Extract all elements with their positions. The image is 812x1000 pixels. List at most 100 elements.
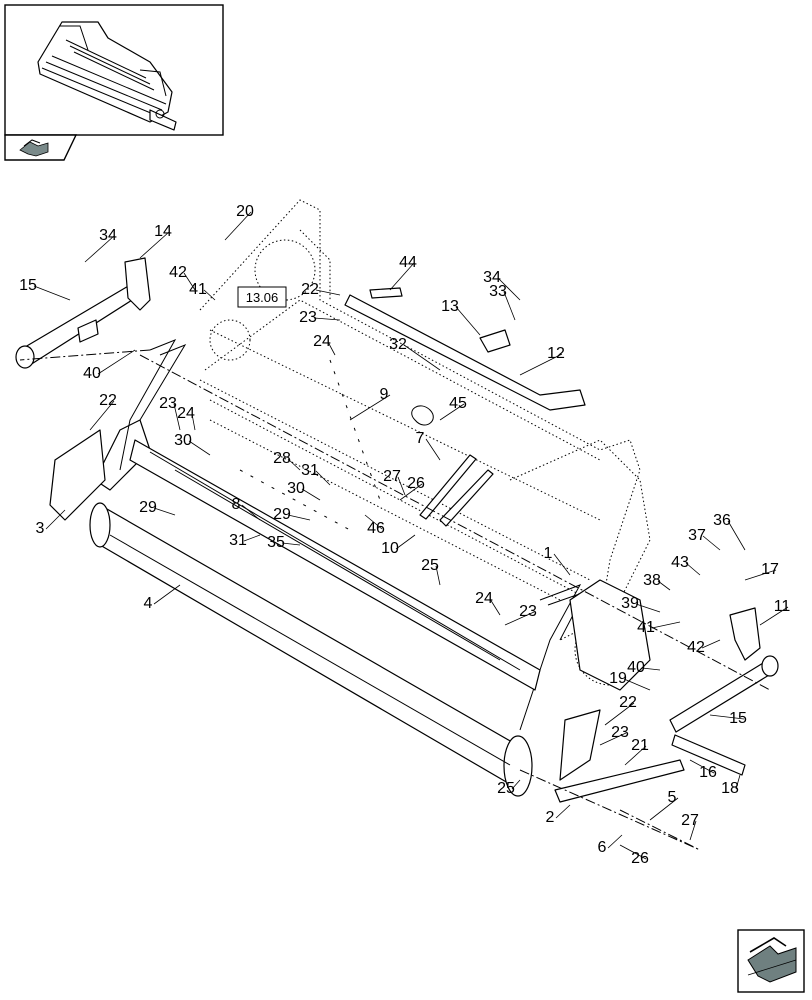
- callout-leader: [504, 611, 535, 626]
- callout-18: 18: [721, 774, 741, 797]
- callout-24: 24: [313, 333, 336, 356]
- callout-leader: [89, 400, 115, 431]
- callout-leader: [224, 211, 252, 241]
- callout-40: 40: [83, 349, 136, 382]
- callout-19: 19: [609, 670, 651, 691]
- callout-leader: [435, 565, 441, 586]
- callout-leader: [689, 759, 715, 774]
- callout-number: 24: [177, 405, 195, 422]
- callout-leader: [657, 580, 671, 591]
- callout-leader: [651, 621, 681, 629]
- callout-leader: [153, 584, 181, 605]
- callout-22: 22: [89, 392, 117, 431]
- callout-number: 20: [236, 203, 254, 220]
- callout-number: 40: [627, 659, 645, 676]
- callout-26: 26: [399, 475, 425, 501]
- callout-leader: [97, 349, 136, 375]
- callout-number: 31: [301, 462, 319, 479]
- callout-43: 43: [671, 554, 701, 576]
- callout-leader: [497, 277, 521, 301]
- callout-38: 38: [643, 572, 671, 591]
- callout-leader: [243, 534, 261, 542]
- callout-leader: [191, 413, 196, 431]
- callout-leader: [519, 353, 563, 376]
- callout-33: 33: [489, 283, 516, 321]
- callout-25: 25: [497, 779, 521, 797]
- callout-leader: [455, 306, 481, 336]
- callout-number: 5: [668, 789, 677, 806]
- callout-12: 12: [519, 345, 565, 376]
- callout-20: 20: [224, 203, 254, 241]
- callout-36: 36: [713, 512, 746, 551]
- callout-leader: [759, 606, 789, 626]
- callout-number: 19: [609, 670, 627, 687]
- callout-number: 23: [159, 395, 177, 412]
- callout-leader: [555, 804, 571, 819]
- callout-number: 42: [169, 264, 187, 281]
- callout-leader: [315, 470, 331, 486]
- callout-number: 6: [598, 839, 607, 856]
- callout-7: 7: [416, 430, 441, 461]
- callout-25: 25: [421, 557, 441, 586]
- callout-31: 31: [301, 462, 331, 486]
- callout-number: 4: [144, 595, 153, 612]
- callout-15: 15: [19, 277, 71, 301]
- callout-leader: [607, 834, 623, 849]
- callout-leader: [511, 779, 521, 790]
- callout-leader: [313, 317, 341, 321]
- callout-number: 44: [399, 254, 417, 271]
- callout-number: 1: [544, 545, 553, 562]
- callout-leader: [281, 542, 301, 546]
- callout-leader: [599, 732, 627, 746]
- callout-leader: [139, 231, 170, 259]
- callout-number: 30: [174, 432, 192, 449]
- callout-number: 21: [631, 737, 649, 754]
- callout-number: 31: [229, 532, 247, 549]
- callout-16: 16: [689, 759, 717, 781]
- callout-leader: [604, 702, 635, 726]
- callout-41: 41: [189, 281, 216, 301]
- callout-leader: [241, 504, 261, 521]
- callout-number: 15: [19, 277, 37, 294]
- callout-32: 32: [389, 336, 441, 371]
- callout-number: 23: [299, 309, 317, 326]
- callout-number: 15: [729, 710, 747, 727]
- callout-6: 6: [598, 834, 623, 856]
- callout-41: 41: [637, 619, 681, 636]
- callout-leader: [287, 514, 311, 521]
- callout-number: 41: [189, 281, 207, 298]
- callout-number: 46: [367, 520, 385, 537]
- callout-42: 42: [169, 264, 196, 291]
- callout-leader: [45, 509, 66, 530]
- callout-leader: [701, 639, 721, 649]
- callout-leader: [489, 598, 501, 616]
- assembly-thumbnail-icon: [37, 21, 177, 131]
- callout-44: 44: [389, 254, 417, 291]
- callout-31: 31: [229, 532, 261, 549]
- callout-number: 26: [631, 850, 649, 867]
- callout-10: 10: [381, 534, 416, 557]
- reference-box[interactable]: 13.06: [237, 286, 287, 308]
- thumbnail-panel: [4, 4, 224, 161]
- callout-number: 25: [421, 557, 439, 574]
- callout-number: 45: [449, 395, 467, 412]
- callout-leader: [744, 569, 777, 581]
- callout-leader: [635, 603, 661, 613]
- callout-24: 24: [177, 405, 196, 431]
- callout-number: 27: [383, 468, 401, 485]
- callout-number: 39: [621, 595, 639, 612]
- callout-leader: [188, 440, 211, 456]
- callout-leader: [84, 235, 115, 263]
- callout-number: 13: [441, 298, 459, 315]
- callout-40: 40: [627, 659, 661, 676]
- callout-leader: [619, 844, 647, 860]
- page-turn-arrow-icon[interactable]: [19, 139, 49, 157]
- callout-37: 37: [688, 527, 721, 551]
- callout-22: 22: [301, 281, 341, 298]
- callout-27: 27: [681, 812, 699, 841]
- callout-30: 30: [287, 480, 321, 501]
- callout-23: 23: [504, 603, 537, 626]
- callout-number: 9: [380, 386, 389, 403]
- next-page-arrow-icon[interactable]: [737, 929, 805, 993]
- callout-leader: [689, 820, 697, 841]
